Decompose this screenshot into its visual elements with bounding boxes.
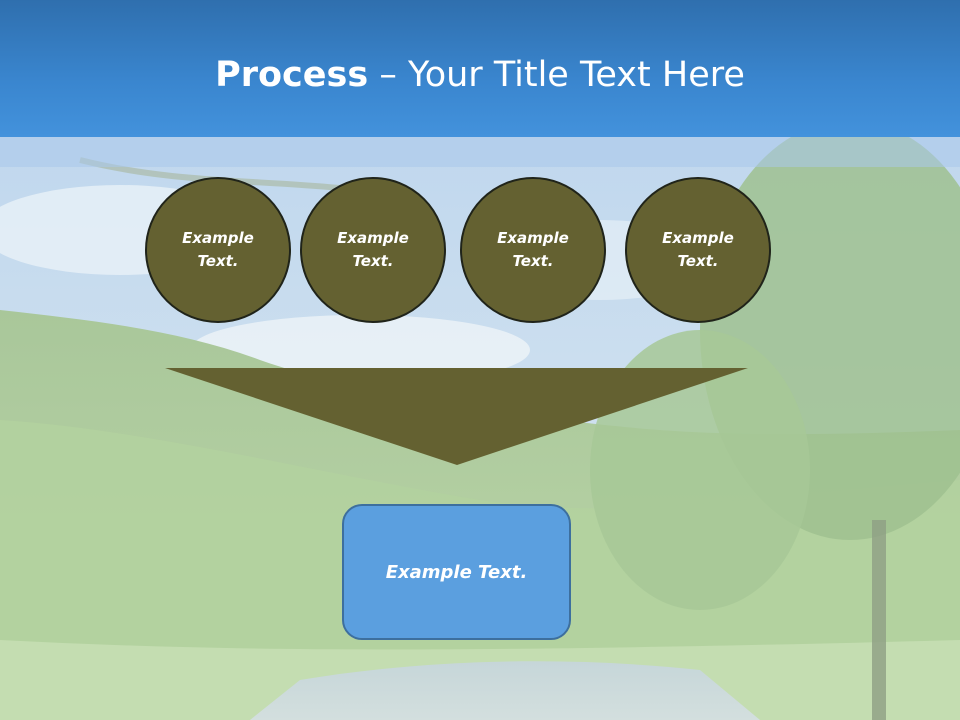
title-text: Your Title Text Here	[407, 55, 745, 95]
title-separator: –	[379, 55, 397, 95]
step-label-line2: Text.	[352, 252, 394, 270]
step-label-line2: Text.	[512, 252, 554, 270]
step-label-line1: Example	[662, 229, 734, 247]
process-step-circle-4: Example Text.	[625, 177, 771, 323]
slide-title: Process – Your Title Text Here	[0, 50, 960, 100]
title-underband	[0, 137, 960, 167]
step-label-line2: Text.	[677, 252, 719, 270]
step-label-line1: Example	[337, 229, 409, 247]
title-bold: Process	[215, 55, 369, 95]
step-label-line1: Example	[497, 229, 569, 247]
process-step-circle-3: Example Text.	[460, 177, 606, 323]
process-step-circle-2: Example Text.	[300, 177, 446, 323]
process-step-circle-1: Example Text.	[145, 177, 291, 323]
result-box: Example Text.	[342, 504, 571, 640]
step-label-line1: Example	[182, 229, 254, 247]
funnel-arrow	[165, 368, 749, 470]
title-bar: Process – Your Title Text Here	[0, 0, 960, 137]
step-label-line2: Text.	[197, 252, 239, 270]
result-label: Example Text.	[385, 561, 528, 583]
